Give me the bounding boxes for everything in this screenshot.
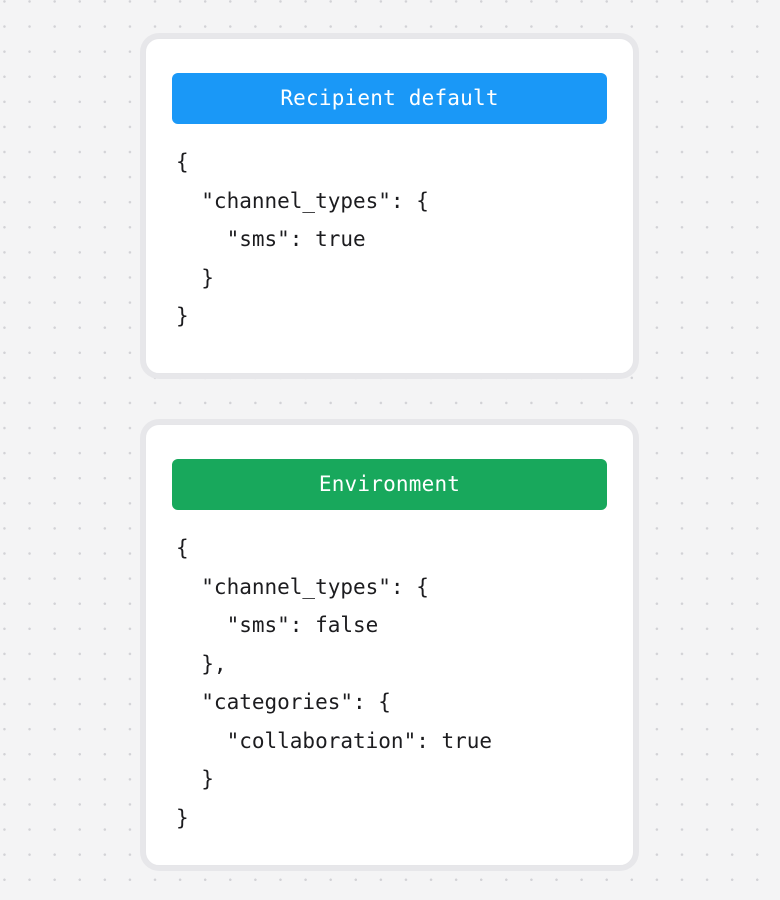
card-recipient-default[interactable]: Recipient default { "channel_types": { "… <box>145 38 634 374</box>
json-line: "sms": false <box>176 613 379 637</box>
json-line: { <box>176 150 189 174</box>
json-line: "sms": true <box>176 227 366 251</box>
card-header-recipient-default[interactable]: Recipient default <box>172 73 607 124</box>
json-line: } <box>176 304 189 328</box>
json-line: { <box>176 536 189 560</box>
json-line: "collaboration": true <box>176 728 493 753</box>
json-line: } <box>176 767 214 791</box>
json-line: } <box>176 265 214 290</box>
card-header-title: Environment <box>318 472 461 496</box>
card-header-environment[interactable]: Environment <box>172 459 607 510</box>
json-line: }, <box>176 651 227 676</box>
json-line: "categories": { <box>176 690 391 714</box>
card-body-environment: { "channel_types": { "sms": false }, "ca… <box>176 529 615 837</box>
card-body-recipient-default: { "channel_types": { "sms": true }} <box>176 143 615 336</box>
json-line: "channel_types": { <box>176 188 429 213</box>
json-line: "channel_types": { <box>176 574 429 599</box>
card-header-title: Recipient default <box>280 86 499 110</box>
card-environment[interactable]: Environment { "channel_types": { "sms": … <box>145 424 634 866</box>
json-code-block: { "channel_types": { "sms": true }} <box>176 143 615 336</box>
json-line: } <box>176 805 189 830</box>
json-code-block: { "channel_types": { "sms": false }, "ca… <box>176 529 615 837</box>
